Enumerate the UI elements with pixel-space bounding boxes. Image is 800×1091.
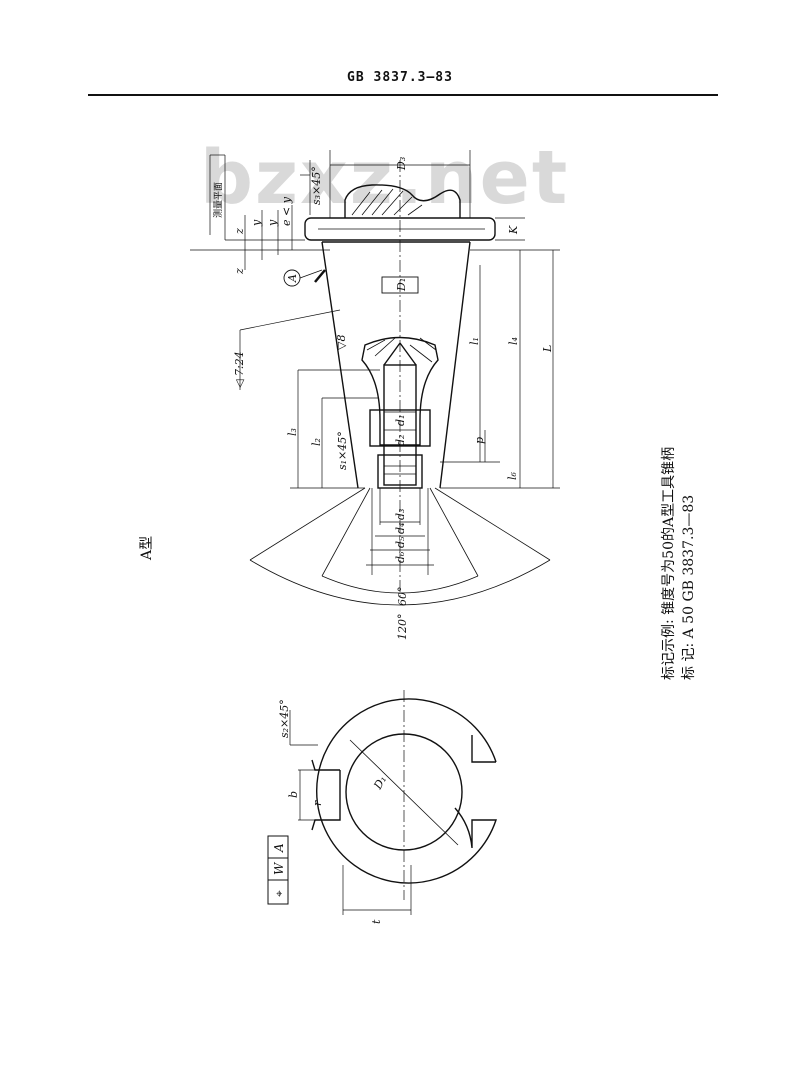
dim-d-c: d₃ <box>394 509 407 520</box>
dim-d-e: d₅ <box>394 536 407 548</box>
watermark: bzxz.net <box>200 135 570 221</box>
dim-t: t <box>370 919 383 924</box>
dim-z-lower: z <box>233 268 246 275</box>
dim-s3: s₃×45° <box>310 166 323 205</box>
dim-z: z <box>233 228 246 235</box>
dim-s2: s₂×45° <box>278 699 291 738</box>
dim-s1: s₁×45° <box>336 431 349 470</box>
dim-l6: l₆ <box>506 471 519 480</box>
dim-b: b <box>287 791 300 798</box>
dim-d-d: d₄ <box>394 523 407 534</box>
header-rule <box>88 94 718 96</box>
dim-d1: D₁ <box>395 278 408 292</box>
gauge-plane-label: 测量平面 <box>213 182 224 218</box>
dim-k: K <box>507 225 520 235</box>
roughness-mark: ▽8 <box>335 335 348 350</box>
dim-angle-60: 60° <box>396 587 409 607</box>
type-label: A型 <box>139 535 155 560</box>
dim-taper: ◁ 7:24 <box>233 351 246 388</box>
tol-symbol: ⌖ <box>272 890 286 897</box>
internal-bore <box>361 336 439 446</box>
angle-60-arc <box>321 575 479 594</box>
dim-y: y <box>250 219 263 227</box>
dim-l3: l₃ <box>286 428 299 436</box>
dim-d1-ring: D₁ <box>371 774 389 793</box>
dim-r: r <box>311 800 324 806</box>
dim-p: p <box>473 437 486 444</box>
dim-l: L <box>541 345 554 353</box>
taper-body <box>321 241 471 489</box>
tolerance-frame <box>267 835 289 905</box>
taper-shank-view <box>190 150 560 606</box>
dim-d-f: d₆ <box>394 551 407 563</box>
dim-e: e < y <box>280 196 293 226</box>
angle-120-arc <box>249 559 551 606</box>
dim-d-b: d₂ <box>394 435 407 446</box>
dim-l1: l₁ <box>468 337 481 345</box>
end-view <box>267 690 497 915</box>
datum-a-label: A <box>286 274 299 283</box>
tol-a: A <box>272 843 286 853</box>
top-boss <box>344 184 461 218</box>
dim-y-2: y <box>266 219 279 227</box>
marking-designation: 标 记: A 50 GB 3837.3—83 <box>681 494 697 680</box>
dim-d3: D₃ <box>395 157 408 171</box>
dim-angle-120: 120° <box>396 614 409 641</box>
dim-l4: l₄ <box>507 337 520 345</box>
document-header: GB 3837.3—83 <box>347 70 453 85</box>
end-view-outline <box>316 698 497 884</box>
dim-l2: l₂ <box>310 438 323 446</box>
marking-example: 标记示例: 锥度号为50的A型工具锥柄 <box>661 446 677 680</box>
boss-hatching <box>351 188 423 216</box>
dimension-labels: D₃ D₁ K l₁ l₄ L p l₆ l₃ l₂ s₁×45° s₃×45°… <box>213 157 554 924</box>
dim-d-a: d₁ <box>394 415 407 426</box>
tol-w: W <box>272 861 286 875</box>
